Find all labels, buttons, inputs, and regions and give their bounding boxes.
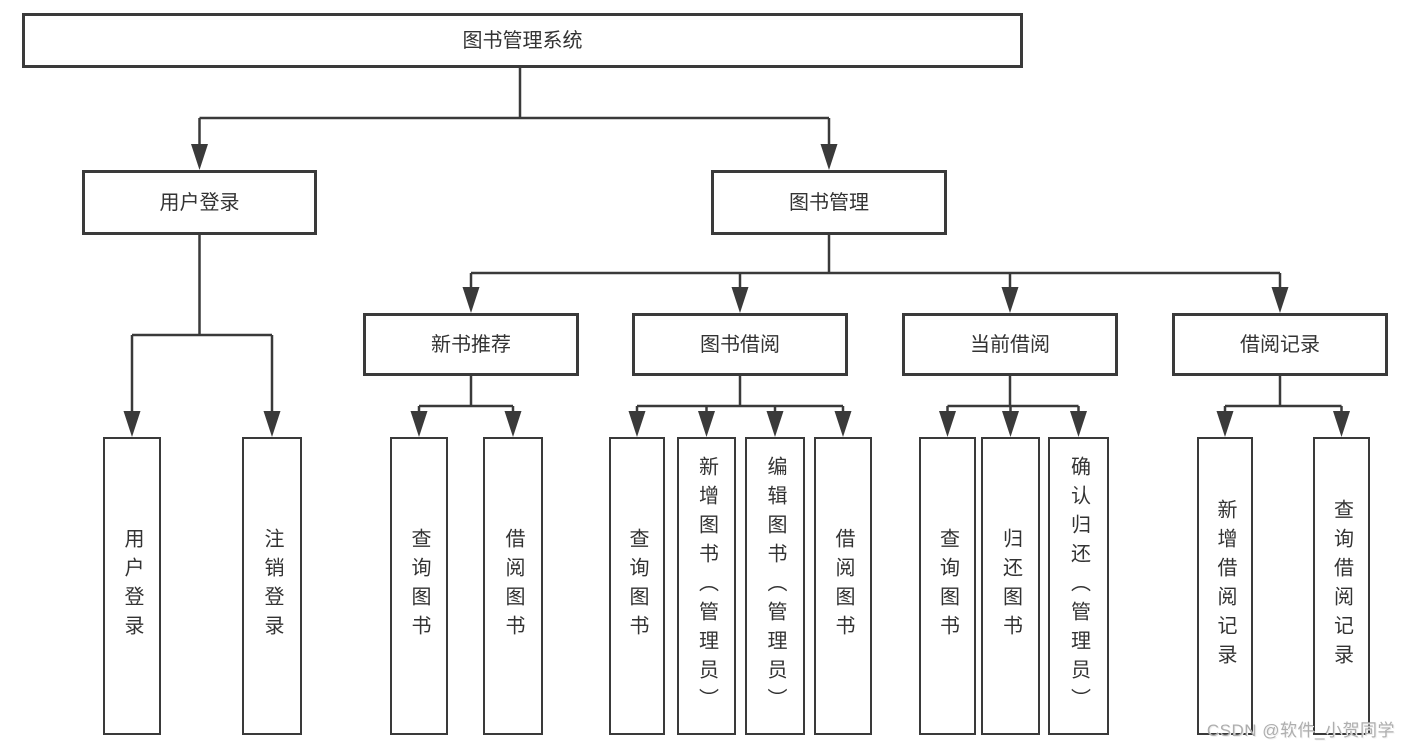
node-borrowing-records: 借阅记录 [1172, 313, 1388, 376]
leaf-recommend-borrow-books: 借阅图书 [483, 437, 543, 735]
leaf-logout: 注销登录 [242, 437, 302, 735]
node-new-book-recommend: 新书推荐 [363, 313, 579, 376]
leaf-borrowing-borrow-books: 借阅图书 [814, 437, 872, 735]
leaf-borrowing-query-books: 查询图书 [609, 437, 665, 735]
leaf-borrowing-add-books-admin: 新增图书（管理员） [677, 437, 736, 735]
leaf-current-return-books: 归还图书 [981, 437, 1040, 735]
leaf-current-confirm-return-admin: 确认归还（管理员） [1048, 437, 1109, 735]
node-user-login: 用户登录 [82, 170, 317, 235]
node-root-system: 图书管理系统 [22, 13, 1023, 68]
leaf-current-query-books: 查询图书 [919, 437, 976, 735]
leaf-recommend-query-books: 查询图书 [390, 437, 448, 735]
leaf-user-login: 用户登录 [103, 437, 161, 735]
leaf-borrowing-edit-books-admin: 编辑图书（管理员） [745, 437, 805, 735]
node-current-borrowing: 当前借阅 [902, 313, 1118, 376]
node-book-borrowing: 图书借阅 [632, 313, 848, 376]
node-book-management: 图书管理 [711, 170, 947, 235]
leaf-records-query-record: 查询借阅记录 [1313, 437, 1370, 735]
leaf-records-add-record: 新增借阅记录 [1197, 437, 1253, 735]
watermark: CSDN @软件_小贺同学 [1206, 721, 1395, 740]
